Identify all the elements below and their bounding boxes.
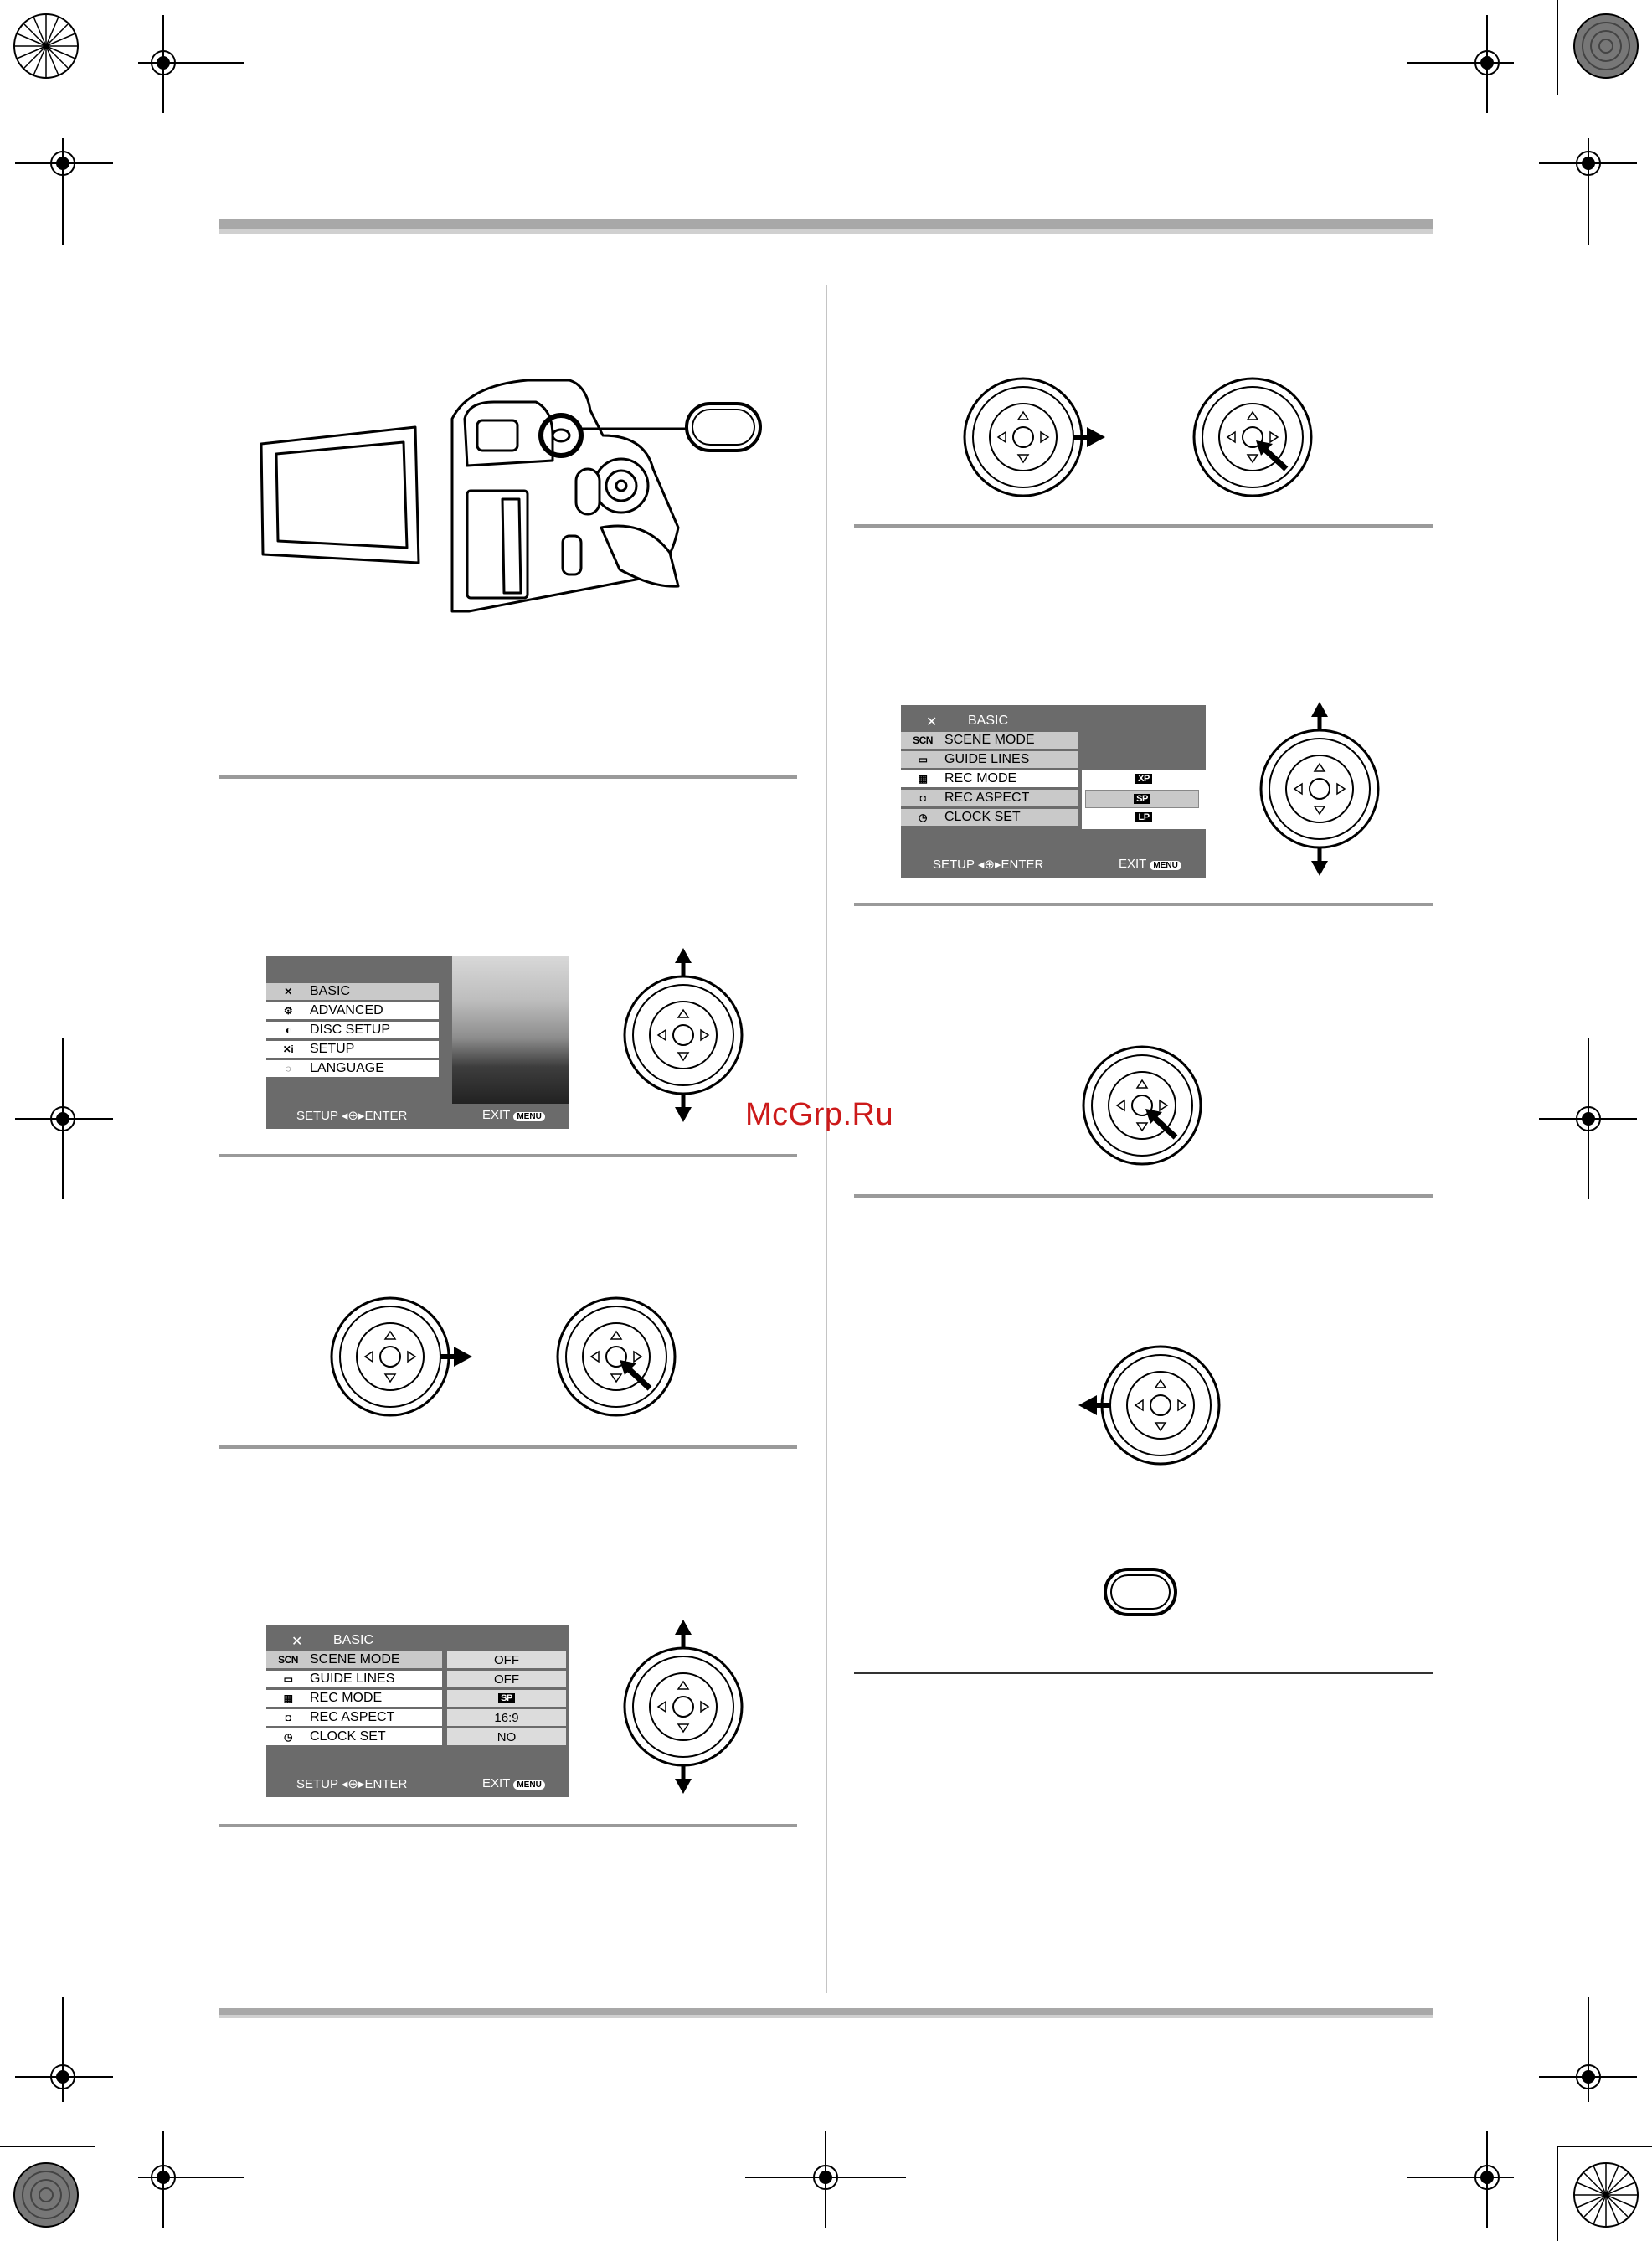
joystick-right-icon xyxy=(963,377,1105,497)
joystick-left-icon xyxy=(1078,1345,1221,1466)
disc-icon: ◐ xyxy=(285,1024,291,1036)
section-divider xyxy=(219,1824,797,1827)
joystick-updown-icon xyxy=(1259,702,1380,876)
scene-icon: SCN xyxy=(913,734,933,746)
menu-title: BASIC xyxy=(333,1633,374,1647)
menu-title: BASIC xyxy=(968,714,1009,728)
target-icon xyxy=(15,1038,113,1199)
target-icon xyxy=(15,138,113,245)
menu-value: SP xyxy=(447,1690,566,1707)
header-band-light xyxy=(219,229,1433,234)
menu-item-rec-mode[interactable]: ▦ REC MODE xyxy=(266,1690,442,1707)
basic-icon: ✕ xyxy=(284,986,292,997)
menu-item-rec-aspect[interactable]: ◘ REC ASPECT xyxy=(266,1709,442,1726)
menu-value: OFF xyxy=(447,1671,566,1687)
menu-item-rec-aspect[interactable]: ◘ REC ASPECT xyxy=(901,790,1078,806)
menu-item-language[interactable]: ◌ LANGUAGE xyxy=(266,1060,439,1077)
menu-badge: MENU xyxy=(513,1780,545,1790)
section-divider xyxy=(219,1154,797,1157)
menu-value: NO xyxy=(447,1728,566,1745)
clock-icon: ◷ xyxy=(919,811,927,823)
language-icon: ◌ xyxy=(285,1063,291,1074)
section-divider xyxy=(219,1445,797,1449)
target-icon xyxy=(1539,1038,1637,1199)
footer-band-light xyxy=(219,2015,1433,2018)
menu-value: 16:9 xyxy=(447,1709,566,1726)
menu-item-scene-mode[interactable]: SCN SCENE MODE xyxy=(901,732,1078,749)
rec-mode-icon: ▦ xyxy=(283,1692,293,1704)
concentric-circle-icon xyxy=(13,2162,79,2228)
menu-footer-setup: SETUP ◂⊕▸ENTER xyxy=(296,1109,408,1123)
section-divider xyxy=(854,524,1433,528)
target-icon xyxy=(745,2131,906,2228)
target-icon xyxy=(1539,1997,1637,2102)
starburst-icon xyxy=(13,13,79,79)
menu-button-callout xyxy=(685,402,762,452)
starburst-icon xyxy=(1573,2162,1639,2228)
menu-item-basic[interactable]: ✕ BASIC xyxy=(266,983,439,1000)
menu-button-icon xyxy=(1104,1568,1177,1616)
rec-option-sp[interactable]: SP xyxy=(1085,790,1199,808)
joystick-press-icon xyxy=(556,1296,677,1417)
target-icon xyxy=(1407,2131,1514,2228)
menu-item-scene-mode[interactable]: SCN SCENE MODE xyxy=(266,1651,442,1668)
menu-item-guide-lines[interactable]: ▭ GUIDE LINES xyxy=(901,751,1078,768)
joystick-right-icon xyxy=(330,1296,472,1417)
joystick-updown-icon xyxy=(623,948,744,1122)
section-divider xyxy=(854,1194,1433,1198)
setup-icon: ✕i xyxy=(282,1043,294,1055)
watermark: McGrp.Ru xyxy=(745,1097,894,1132)
menu-screen-basic: ✕ BASIC SCN SCENE MODE OFF ▭ GUIDE LINES… xyxy=(266,1625,569,1797)
menu-item-clock-set[interactable]: ◷ CLOCK SET xyxy=(266,1728,442,1745)
clock-icon: ◷ xyxy=(284,1731,292,1743)
column-divider xyxy=(826,285,827,1993)
rec-aspect-icon: ◘ xyxy=(285,1712,291,1723)
menu-item-disc-setup[interactable]: ◐ DISC SETUP xyxy=(266,1022,439,1038)
menu-item-rec-mode[interactable]: ▦ REC MODE xyxy=(901,770,1078,787)
menu-footer-setup: SETUP ◂⊕▸ENTER xyxy=(933,858,1044,872)
target-icon xyxy=(1539,138,1637,245)
menu-value: OFF xyxy=(447,1651,566,1668)
target-icon xyxy=(138,15,244,113)
concentric-circle-icon xyxy=(1573,13,1639,79)
guide-lines-icon: ▭ xyxy=(918,754,928,765)
menu-badge: MENU xyxy=(1150,861,1181,870)
joystick-updown-icon xyxy=(623,1620,744,1794)
rec-mode-icon: ▦ xyxy=(918,773,928,785)
menu-footer-setup: SETUP ◂⊕▸ENTER xyxy=(296,1777,408,1791)
joystick-press-icon xyxy=(1192,377,1313,497)
rec-aspect-icon: ◘ xyxy=(919,792,926,804)
section-divider xyxy=(854,1672,1433,1674)
guide-lines-icon: ▭ xyxy=(283,1673,293,1685)
rec-option-xp[interactable]: XP xyxy=(1085,770,1202,787)
target-icon xyxy=(15,1997,113,2102)
header-band xyxy=(219,219,1433,229)
footer-band xyxy=(219,2008,1433,2015)
rec-option-lp[interactable]: LP xyxy=(1085,809,1202,826)
section-divider xyxy=(219,775,797,779)
menu-item-advanced[interactable]: ⚙ ADVANCED xyxy=(266,1002,439,1019)
section-divider xyxy=(854,903,1433,906)
menu-badge: MENU xyxy=(513,1112,545,1121)
menu-title-icon: ✕ xyxy=(291,1635,303,1649)
menu-button-highlight xyxy=(538,413,584,458)
joystick-press-icon xyxy=(1082,1045,1202,1166)
advanced-icon: ⚙ xyxy=(283,1005,293,1017)
menu-title-icon: ✕ xyxy=(926,715,938,729)
menu-screen-rec-mode: ✕ BASIC SCN SCENE MODE ▭ GUIDE LINES ▦ R… xyxy=(901,705,1206,878)
target-icon xyxy=(1407,15,1514,113)
scene-icon: SCN xyxy=(278,1654,298,1666)
menu-item-setup[interactable]: ✕i SETUP xyxy=(266,1041,439,1058)
menu-item-guide-lines[interactable]: ▭ GUIDE LINES xyxy=(266,1671,442,1687)
camcorder-illustration xyxy=(260,379,687,613)
menu-preview-photo xyxy=(452,956,569,1104)
target-icon xyxy=(138,2131,244,2228)
menu-screen-main: ✕ BASIC ⚙ ADVANCED ◐ DISC SETUP ✕i SETUP… xyxy=(266,956,569,1129)
menu-item-clock-set[interactable]: ◷ CLOCK SET xyxy=(901,809,1078,826)
